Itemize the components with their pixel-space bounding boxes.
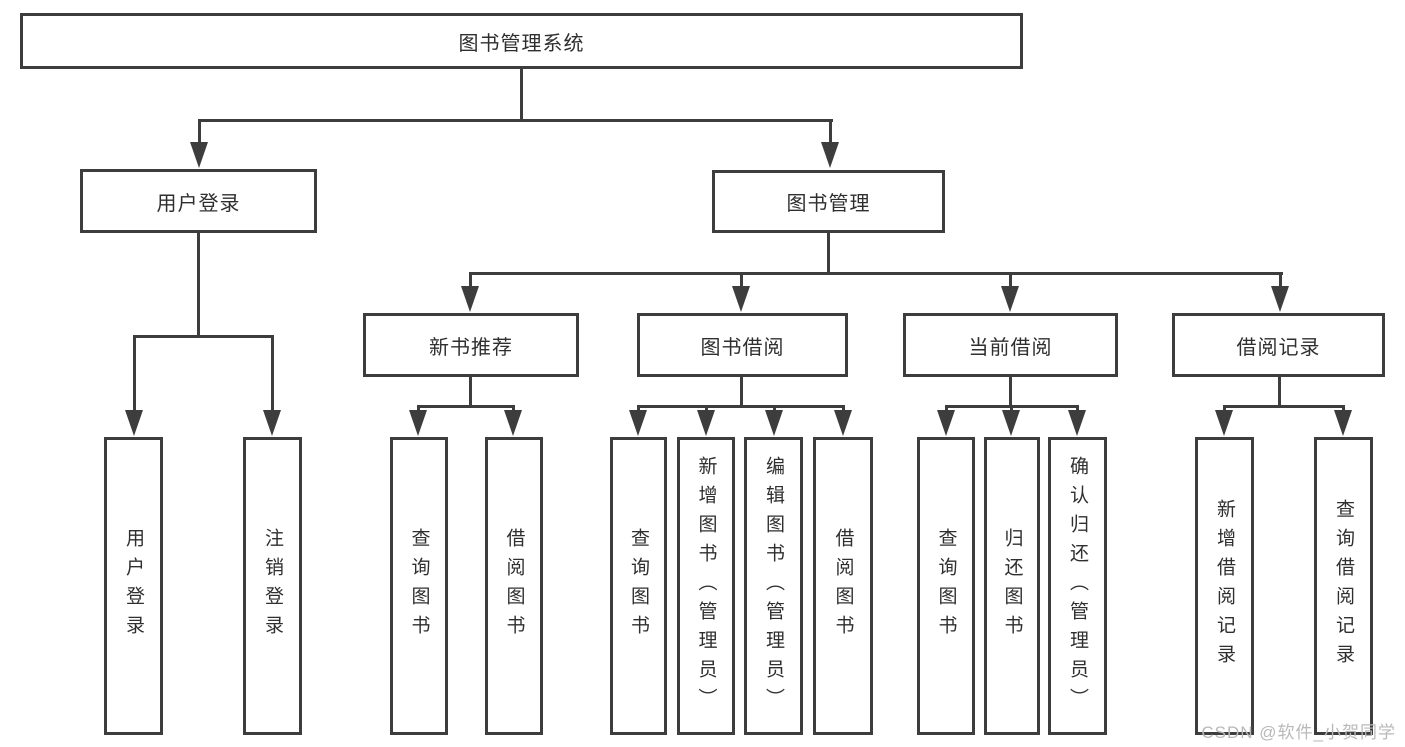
- connector-stub: [417, 405, 420, 413]
- leaf-label: 新增图书（管理员）: [695, 455, 717, 717]
- arrow-down-icon: [263, 410, 281, 436]
- connector-stub: [1010, 405, 1013, 413]
- leaf-label: 注销登录: [262, 528, 283, 644]
- connector-current-borrow-drop: [1009, 377, 1012, 405]
- arrow-down-icon: [1271, 286, 1289, 312]
- connector-new-book-drop: [469, 377, 472, 405]
- leaf-add-borrow-record: 新增借阅记录: [1195, 437, 1254, 735]
- leaf-query-borrow-record: 查询借阅记录: [1314, 437, 1373, 735]
- connector-stub: [637, 405, 640, 413]
- leaf-label: 归还图书: [1001, 528, 1023, 644]
- connector-stub: [1076, 405, 1079, 413]
- connector-stub: [512, 405, 515, 413]
- leaf-label: 查询图书: [935, 528, 957, 644]
- leaf-query-books-recommend: 查询图书: [390, 437, 448, 735]
- leaf-query-books-current: 查询图书: [917, 437, 975, 735]
- arrow-down-icon: [1068, 410, 1086, 436]
- arrow-down-icon: [409, 410, 427, 436]
- arrow-down-icon: [821, 142, 839, 168]
- node-current-borrowing: 当前借阅: [903, 313, 1118, 377]
- node-label: 借阅记录: [1236, 336, 1321, 359]
- leaf-logout: 注销登录: [243, 437, 302, 735]
- leaf-edit-books-admin: 编辑图书（管理员）: [744, 437, 803, 735]
- node-label: 图书管理系统: [458, 32, 585, 55]
- leaf-label: 用户登录: [123, 528, 144, 644]
- connector-user-login-drop: [197, 233, 200, 335]
- node-new-book-recommend: 新书推荐: [363, 313, 579, 377]
- node-label: 新书推荐: [429, 336, 513, 359]
- connector-to-new-book-rec: [469, 272, 472, 288]
- connector-to-book-mgmt: [829, 119, 832, 146]
- leaf-label: 确认归还（管理员）: [1067, 455, 1088, 717]
- connector-to-current-borrow: [1009, 272, 1012, 288]
- arrow-down-icon: [1001, 286, 1019, 312]
- connector-user-login-split: [133, 335, 274, 338]
- leaf-user-login: 用户登录: [104, 437, 163, 735]
- leaf-label: 查询图书: [628, 528, 649, 644]
- node-label: 当前借阅: [968, 336, 1053, 359]
- connector-root-drop: [520, 69, 523, 119]
- connector-to-user-login: [198, 119, 201, 146]
- connector-records-drop: [1278, 377, 1281, 405]
- leaf-return-books: 归还图书: [984, 437, 1040, 735]
- connector-to-borrow-records: [1279, 272, 1282, 288]
- connector-to-login-leaf: [133, 335, 136, 412]
- connector-stub: [773, 405, 776, 413]
- arrow-down-icon: [1334, 410, 1352, 436]
- arrow-down-icon: [629, 410, 647, 436]
- node-label: 图书借阅: [700, 336, 785, 359]
- node-user-login: 用户登录: [80, 169, 317, 233]
- connector-to-logout-leaf: [271, 335, 274, 412]
- connector-stub: [1223, 405, 1226, 413]
- arrow-down-icon: [765, 410, 783, 436]
- connector-book-borrow-split: [637, 405, 844, 408]
- arrow-down-icon: [461, 286, 479, 312]
- node-label: 用户登录: [156, 192, 241, 215]
- csdn-watermark: CSDN @软件_小贺同学: [1201, 723, 1396, 742]
- arrow-down-icon: [697, 410, 715, 436]
- node-label: 图书管理: [786, 193, 871, 215]
- arrow-down-icon: [504, 410, 522, 436]
- node-book-borrowing: 图书借阅: [637, 313, 848, 377]
- arrow-down-icon: [125, 410, 143, 436]
- leaf-borrow-books: 借阅图书: [813, 437, 873, 735]
- leaf-borrow-books-recommend: 借阅图书: [485, 437, 543, 735]
- connector-new-book-split: [417, 405, 515, 408]
- arrow-down-icon: [1002, 410, 1020, 436]
- arrow-down-icon: [937, 410, 955, 436]
- leaf-label: 新增借阅记录: [1214, 499, 1235, 673]
- connector-stub: [705, 405, 708, 413]
- arrow-down-icon: [732, 286, 750, 312]
- leaf-label: 借阅图书: [503, 528, 525, 644]
- connector-root-split: [198, 119, 833, 122]
- connector-stub: [1342, 405, 1345, 413]
- connector-stub: [842, 405, 845, 413]
- arrow-down-icon: [834, 410, 852, 436]
- connector-book-mgmt-split: [469, 272, 1283, 275]
- connector-to-book-borrow: [740, 272, 743, 288]
- leaf-label: 查询图书: [408, 528, 430, 644]
- connector-book-borrow-drop: [740, 377, 743, 405]
- leaf-query-books-borrowing: 查询图书: [610, 437, 667, 735]
- arrow-down-icon: [1215, 410, 1233, 436]
- connector-stub: [945, 405, 948, 413]
- node-book-management: 图书管理: [712, 170, 945, 233]
- leaf-confirm-return-admin: 确认归还（管理员）: [1048, 437, 1107, 735]
- node-borrowing-records: 借阅记录: [1172, 313, 1385, 377]
- node-library-system: 图书管理系统: [20, 13, 1023, 69]
- connector-book-mgmt-drop: [827, 233, 830, 274]
- leaf-label: 编辑图书（管理员）: [763, 455, 784, 717]
- leaf-add-books-admin: 新增图书（管理员）: [677, 437, 735, 735]
- leaf-label: 查询借阅记录: [1333, 499, 1354, 673]
- leaf-label: 借阅图书: [832, 528, 854, 644]
- connector-records-split: [1223, 405, 1344, 408]
- arrow-down-icon: [190, 142, 208, 168]
